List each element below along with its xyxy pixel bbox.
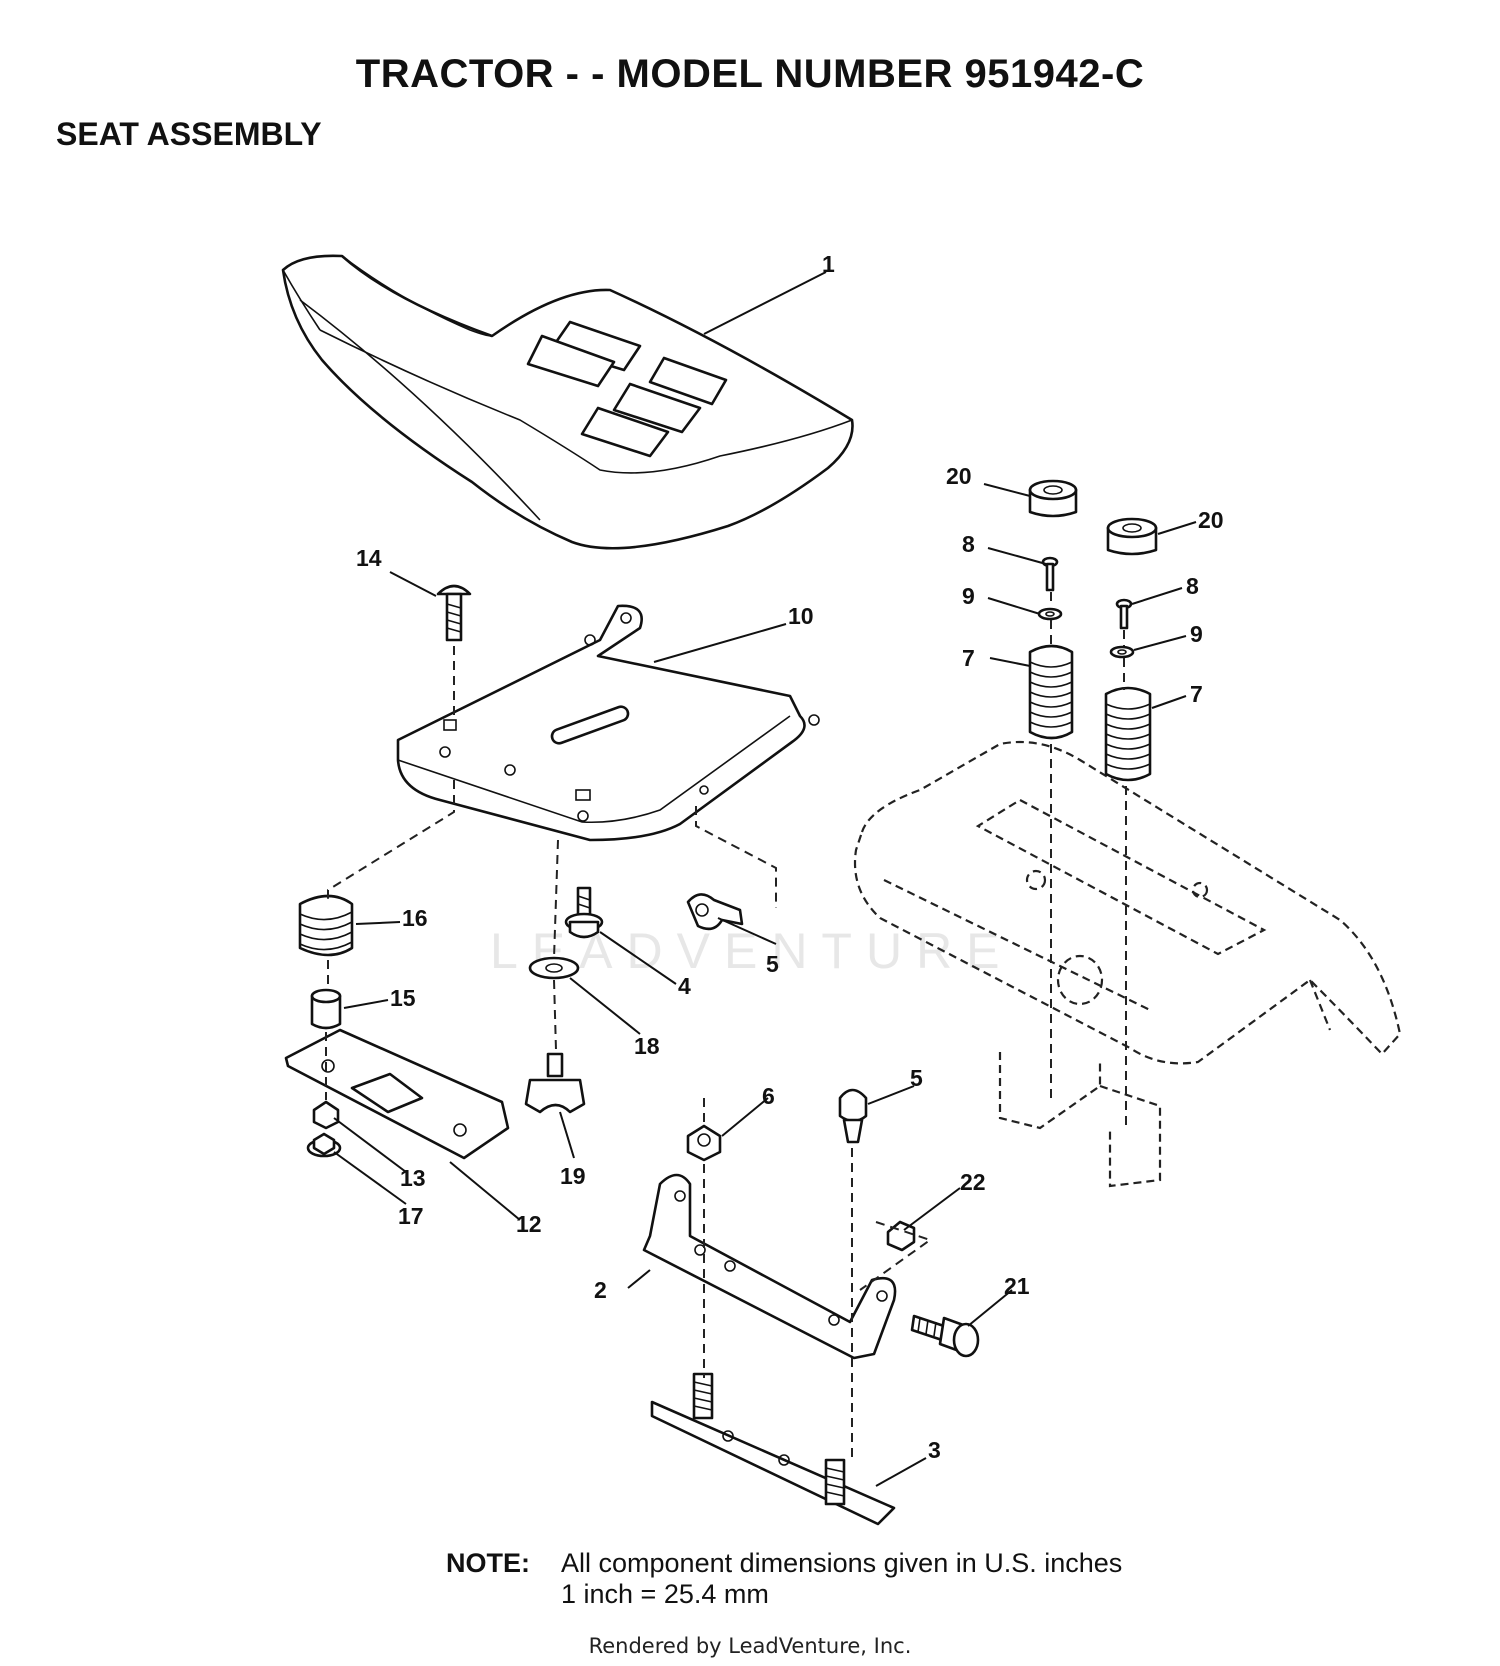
callout-3: 3: [928, 1437, 941, 1463]
callout-5-upper: 5: [766, 951, 779, 977]
callout-19: 19: [560, 1163, 586, 1189]
pin-part-8-right: [1115, 598, 1133, 630]
callout-9-right: 9: [1190, 621, 1203, 647]
callout-10: 10: [788, 603, 814, 629]
washer-part-9-left: [1037, 607, 1063, 621]
seat-pan-part-10: [396, 604, 820, 842]
clip-part-5-upper: [686, 893, 744, 931]
callout-7-right: 7: [1190, 681, 1203, 707]
callout-15: 15: [390, 985, 416, 1011]
callout-4: 4: [678, 973, 691, 999]
section-title: SEAT ASSEMBLY: [56, 116, 322, 152]
pin-part-8-left: [1041, 556, 1059, 592]
note-conversion-text: 1 inch = 25.4 mm: [561, 1579, 769, 1609]
spring-part-7-right: [1104, 686, 1152, 782]
callout-9-left: 9: [962, 583, 975, 609]
callout-8-right: 8: [1186, 573, 1199, 599]
callout-20-left: 20: [946, 463, 972, 489]
bolt-part-4: [564, 886, 604, 939]
washer-part-9-right: [1109, 645, 1135, 659]
knob-part-19: [524, 1052, 586, 1114]
rendered-by-credit: Rendered by LeadVenture, Inc.: [588, 1634, 912, 1658]
bushing-part-20-left: [1028, 479, 1078, 518]
nut-part-13: [312, 1100, 340, 1130]
bracket-plate-part-12: [284, 1028, 510, 1160]
callout-7-left: 7: [962, 645, 975, 671]
washer-part-18: [528, 956, 580, 980]
hex-nut-part-6: [686, 1124, 722, 1162]
callout-21: 21: [1004, 1273, 1030, 1299]
callout-13: 13: [400, 1165, 426, 1191]
clip-part-5-lower: [838, 1088, 868, 1144]
leader-lines: [333, 271, 1197, 1487]
callout-17: 17: [398, 1203, 424, 1229]
bracket-part-2: [642, 1173, 897, 1360]
carriage-bolt-part-14: [436, 584, 472, 642]
page-title: TRACTOR - - MODEL NUMBER 951942-C: [355, 52, 1145, 96]
callout-16: 16: [402, 905, 428, 931]
spacer-part-15: [310, 988, 342, 1030]
tractor-seat-base-dashed: [854, 740, 1402, 1188]
note-dimensions-text: All component dimensions given in U.S. i…: [561, 1548, 1123, 1578]
spring-part-16: [298, 894, 354, 957]
seat-part-1: [281, 254, 854, 550]
note-label: NOTE:: [446, 1548, 530, 1578]
callout-6: 6: [762, 1083, 775, 1109]
callout-18: 18: [634, 1033, 660, 1059]
callout-14: 14: [356, 545, 382, 571]
callout-5-lower: 5: [910, 1065, 923, 1091]
mounting-plate-part-3: [650, 1372, 896, 1526]
callout-12: 12: [516, 1211, 542, 1237]
callout-8-left: 8: [962, 531, 975, 557]
flange-nut-part-17: [306, 1132, 342, 1158]
callout-20-right: 20: [1198, 507, 1224, 533]
bushing-part-20-right: [1106, 517, 1158, 556]
callout-1: 1: [822, 251, 835, 277]
callout-labels: 1 2 3 4 5 5 6 7 7 8 8 9 9 10 12 13 14 15…: [356, 251, 1224, 1463]
shoulder-bolt-part-21: [910, 1314, 980, 1358]
spring-part-7-left: [1028, 644, 1074, 740]
callout-2: 2: [594, 1277, 607, 1303]
callout-22: 22: [960, 1169, 986, 1195]
alignment-lines: [325, 592, 1127, 1462]
